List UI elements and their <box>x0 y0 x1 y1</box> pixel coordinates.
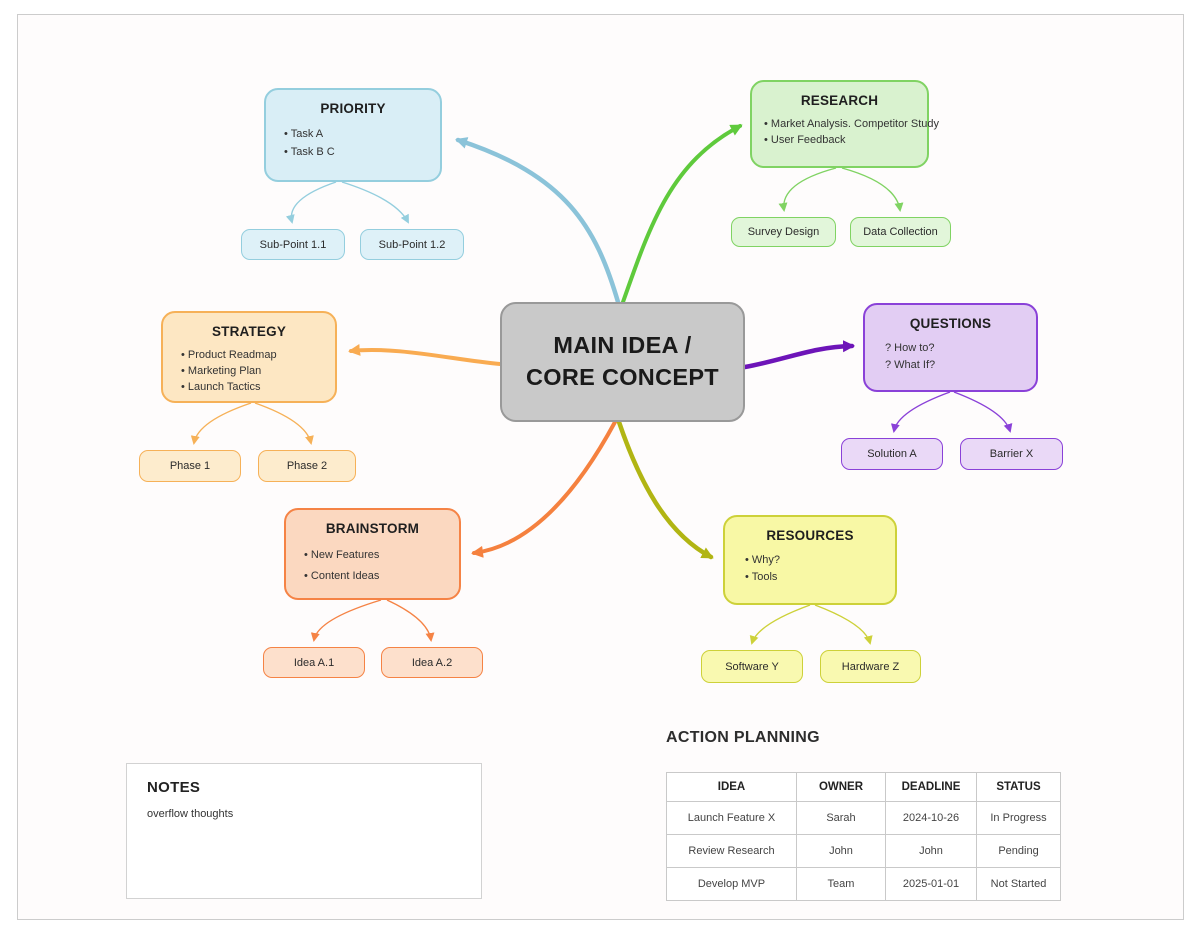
resources-child-hardware-z[interactable]: Hardware Z <box>820 650 921 683</box>
resources-item: • Why? <box>745 554 781 566</box>
center-node[interactable]: MAIN IDEA / CORE CONCEPT <box>500 302 745 422</box>
action-planning-table: IDEA OWNER DEADLINE STATUS Launch Featur… <box>666 772 1061 901</box>
center-title-line-2: CORE CONCEPT <box>526 364 719 390</box>
connector-questions-child-2 <box>953 391 1013 433</box>
cell-owner: Team <box>796 867 886 901</box>
resources-title: RESOURCES <box>766 528 854 543</box>
table-header-row: IDEA OWNER DEADLINE STATUS <box>666 772 1061 802</box>
action-planning-title: ACTION PLANNING <box>666 729 820 746</box>
resources-child-software-y[interactable]: Software Y <box>701 650 803 683</box>
notes-body: overflow thoughts <box>147 808 234 820</box>
cell-owner: John <box>796 834 886 868</box>
column-header-status: STATUS <box>976 772 1061 802</box>
connector-center-resources <box>616 419 714 560</box>
questions-child-barrier-x[interactable]: Barrier X <box>960 438 1063 470</box>
research-node[interactable]: RESEARCH • Market Analysis. Competitor S… <box>750 80 940 168</box>
strategy-item: • Product Readmap <box>181 349 277 361</box>
cell-idea: Develop MVP <box>666 867 797 901</box>
column-header-owner: OWNER <box>796 772 886 802</box>
connector-questions-child-1 <box>890 391 951 433</box>
research-child-data-collection[interactable]: Data Collection <box>850 217 951 247</box>
connector-resources-child-1 <box>749 604 811 645</box>
column-header-idea: IDEA <box>666 772 797 802</box>
connector-brainstorm-child-2 <box>386 599 435 642</box>
research-title: RESEARCH <box>800 93 879 108</box>
column-header-deadline: DEADLINE <box>885 772 977 802</box>
priority-node[interactable]: PRIORITY • Task A • Task B C <box>264 88 442 182</box>
connector-resources-child-2 <box>814 604 873 645</box>
brainstorm-child-idea-a1[interactable]: Idea A.1 <box>263 647 365 678</box>
brainstorm-title: BRAINSTORM <box>325 521 420 536</box>
connector-brainstorm-child-1 <box>310 599 382 642</box>
cell-idea: Review Research <box>666 834 797 868</box>
questions-node[interactable]: QUESTIONS ? How to? ? What If? <box>863 303 1038 392</box>
priority-title: PRIORITY <box>320 101 386 116</box>
connector-strategy-child-1 <box>190 402 252 445</box>
cell-idea: Launch Feature X <box>666 801 797 835</box>
connector-priority-child-1 <box>285 181 337 224</box>
table-row: Review Research John John Pending <box>666 834 1061 868</box>
connector-strategy-child-2 <box>254 402 314 445</box>
whiteboard-canvas: MAIN IDEA / CORE CONCEPT PRIORITY • Task… <box>17 14 1184 920</box>
questions-title: QUESTIONS <box>909 316 992 331</box>
brainstorm-node[interactable]: BRAINSTORM • New Features • Content Idea… <box>284 508 461 600</box>
strategy-child-phase-1[interactable]: Phase 1 <box>139 450 241 482</box>
connector-center-priority <box>455 137 621 305</box>
questions-item: ? How to? <box>885 342 935 354</box>
connector-center-brainstorm <box>471 420 617 558</box>
connector-center-research <box>621 124 743 304</box>
brainstorm-item: • Content Ideas <box>304 570 380 583</box>
center-title-line-1: MAIN IDEA / <box>553 332 692 359</box>
connector-research-child-2 <box>841 167 904 212</box>
questions-item: ? What If? <box>885 358 936 371</box>
priority-child-sub-point-1-1[interactable]: Sub-Point 1.1 <box>241 229 345 260</box>
strategy-title: STRATEGY <box>211 324 287 339</box>
strategy-item: • Marketing Plan <box>181 364 262 377</box>
brainstorm-item: • New Features <box>304 549 380 561</box>
priority-child-sub-point-1-2[interactable]: Sub-Point 1.2 <box>360 229 464 260</box>
strategy-node[interactable]: STRATEGY • Product Readmap • Marketing P… <box>161 311 337 403</box>
cell-status: Pending <box>976 834 1061 868</box>
cell-deadline: John <box>885 834 977 868</box>
connector-center-strategy <box>348 344 502 366</box>
research-item: • User Feedback <box>764 133 846 146</box>
brainstorm-child-idea-a2[interactable]: Idea A.2 <box>381 647 483 678</box>
resources-node[interactable]: RESOURCES • Why? • Tools <box>723 515 897 605</box>
notes-panel[interactable]: NOTES overflow thoughts <box>126 763 482 899</box>
notes-title: NOTES <box>147 779 201 796</box>
cell-deadline: 2024-10-26 <box>885 801 977 835</box>
table-row: Develop MVP Team 2025-01-01 Not Started <box>666 867 1061 901</box>
connector-research-child-1 <box>778 167 837 212</box>
cell-status: In Progress <box>976 801 1061 835</box>
connector-priority-child-2 <box>341 181 409 224</box>
cell-status: Not Started <box>976 867 1061 901</box>
connector-center-questions <box>742 340 855 370</box>
priority-item: • Task B C <box>284 146 335 159</box>
table-row: Launch Feature X Sarah 2024-10-26 In Pro… <box>666 801 1061 835</box>
strategy-child-phase-2[interactable]: Phase 2 <box>258 450 356 482</box>
cell-owner: Sarah <box>796 801 886 835</box>
cell-deadline: 2025-01-01 <box>885 867 977 901</box>
resources-item: • Tools <box>745 570 778 583</box>
strategy-item: • Launch Tactics <box>181 380 261 393</box>
research-child-survey-design[interactable]: Survey Design <box>731 217 836 247</box>
questions-child-solution-a[interactable]: Solution A <box>841 438 943 470</box>
priority-item: • Task A <box>284 128 324 140</box>
research-item: • Market Analysis. Competitor Study <box>764 118 940 130</box>
